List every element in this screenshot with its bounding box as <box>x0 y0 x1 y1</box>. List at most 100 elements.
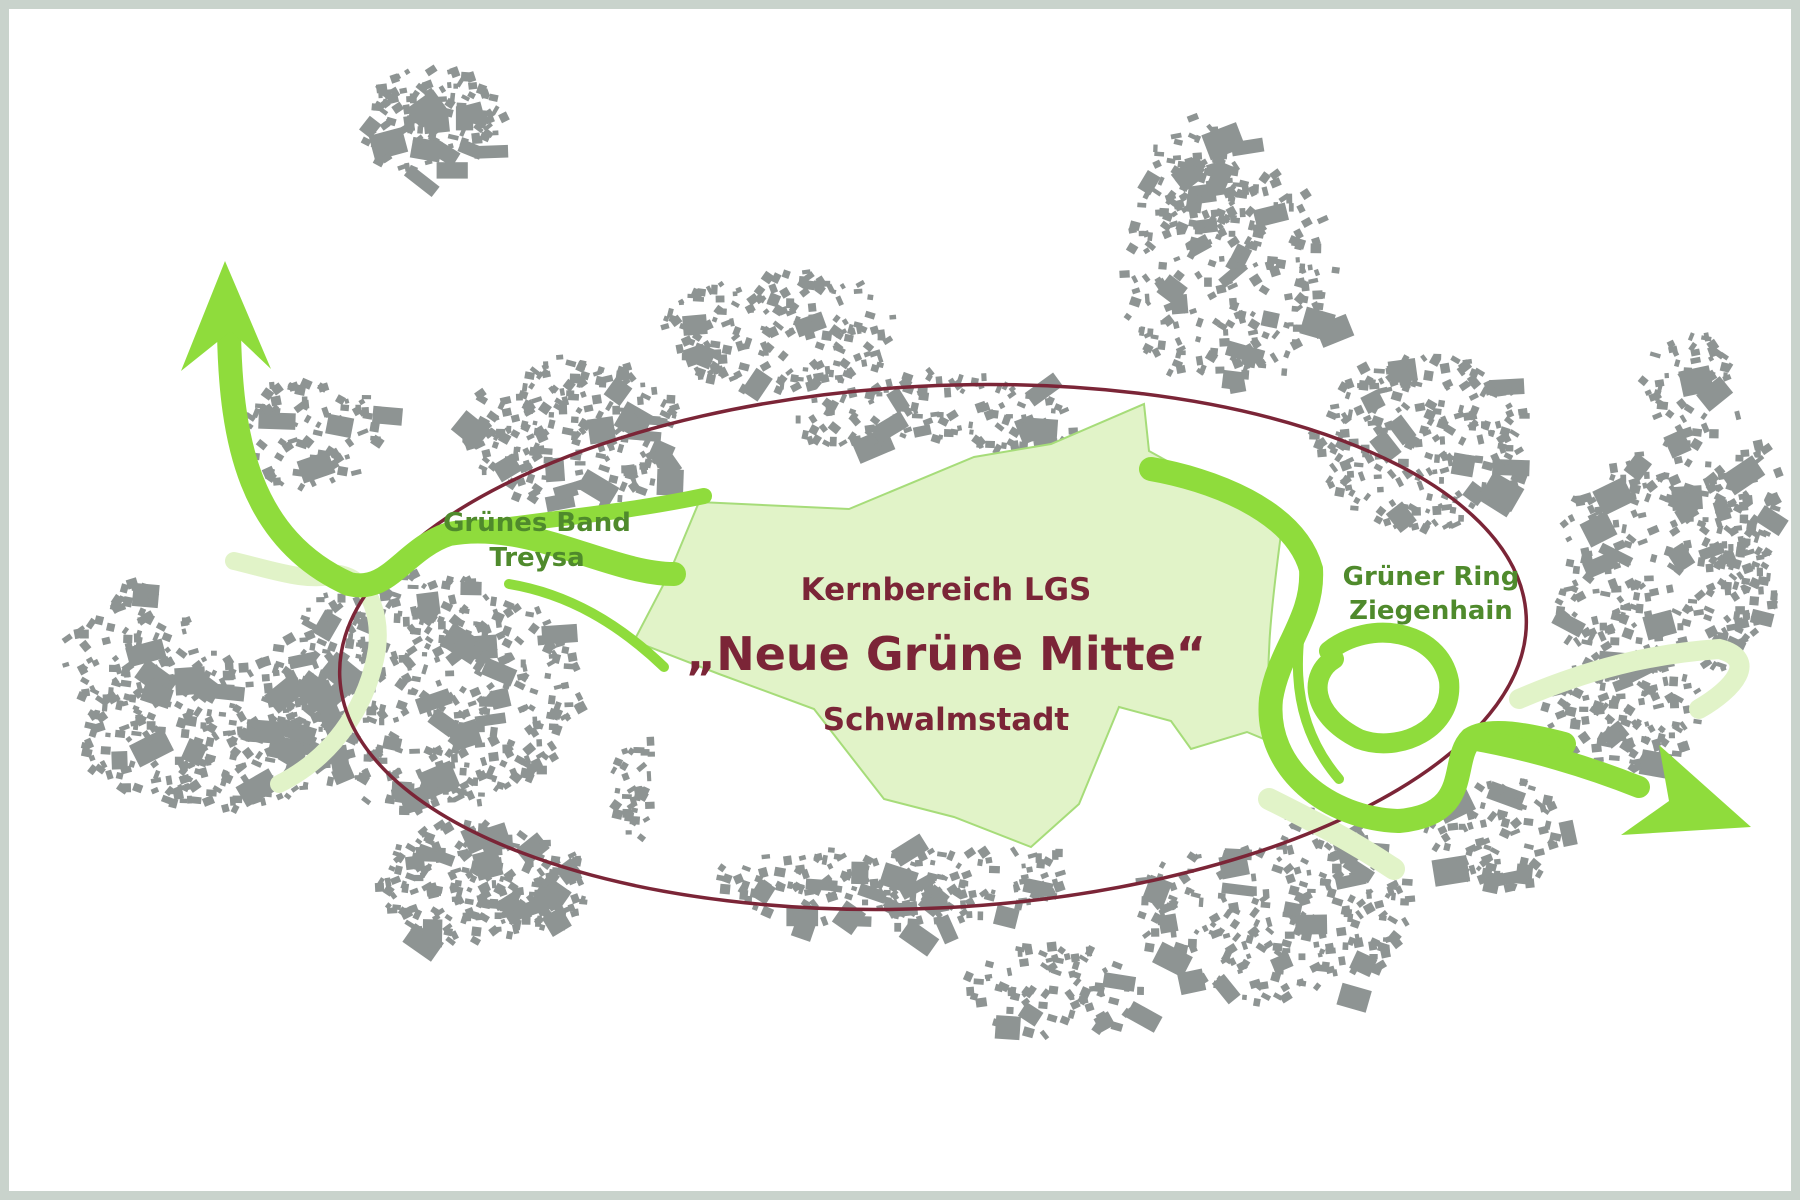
building <box>535 750 546 760</box>
building <box>1716 524 1724 535</box>
building <box>1252 998 1261 1007</box>
building <box>1348 488 1356 498</box>
building <box>344 398 350 404</box>
building <box>295 438 309 450</box>
building <box>1210 209 1219 218</box>
building <box>961 869 973 880</box>
building <box>1247 329 1259 336</box>
building <box>131 582 160 609</box>
building <box>922 417 934 427</box>
building <box>412 801 423 812</box>
building <box>260 387 275 401</box>
building <box>1339 474 1352 487</box>
building <box>1574 590 1587 603</box>
building <box>1335 431 1344 437</box>
building <box>561 646 570 655</box>
building <box>1045 956 1057 963</box>
building <box>1755 448 1761 458</box>
building <box>1317 448 1327 458</box>
building <box>1623 452 1653 482</box>
building <box>548 412 555 418</box>
building <box>1051 878 1059 887</box>
building <box>1344 391 1351 400</box>
building <box>1435 864 1443 873</box>
building <box>680 335 693 347</box>
building <box>541 370 551 379</box>
building <box>1326 887 1337 899</box>
west-band-label-line1: Grünes Band <box>443 508 631 538</box>
building <box>1084 1002 1095 1013</box>
building <box>400 707 410 717</box>
building <box>748 304 754 314</box>
building <box>493 882 506 896</box>
building <box>1627 746 1639 757</box>
building <box>1387 915 1399 925</box>
building <box>1131 287 1141 295</box>
building <box>538 923 546 931</box>
building <box>1261 186 1269 197</box>
building <box>1155 209 1166 216</box>
building <box>834 374 842 380</box>
building <box>973 978 984 985</box>
building <box>1144 240 1157 252</box>
building <box>766 299 778 308</box>
building <box>1217 892 1226 900</box>
building <box>1142 342 1154 354</box>
building <box>912 424 932 438</box>
building <box>1259 981 1269 990</box>
building <box>1678 741 1689 753</box>
building <box>1466 821 1474 831</box>
building <box>1597 630 1607 642</box>
building <box>502 599 515 610</box>
building <box>1705 471 1720 486</box>
building <box>1491 869 1527 888</box>
building <box>899 432 907 439</box>
building <box>411 635 424 646</box>
building <box>1667 696 1675 703</box>
core-label-town: Schwalmstadt <box>823 702 1070 738</box>
building <box>1131 275 1139 284</box>
building <box>422 919 443 948</box>
building <box>824 365 831 375</box>
building <box>1496 783 1508 795</box>
building <box>1711 543 1719 551</box>
building <box>220 779 227 787</box>
building <box>1428 354 1442 367</box>
building <box>229 735 239 744</box>
building <box>729 318 735 327</box>
building <box>1708 554 1718 565</box>
building <box>160 794 172 805</box>
building <box>1406 363 1416 375</box>
building <box>1216 321 1228 332</box>
building <box>1201 924 1209 933</box>
building <box>1235 250 1242 257</box>
building <box>1043 425 1054 433</box>
building <box>1755 554 1765 561</box>
building <box>475 83 488 96</box>
building <box>1297 978 1305 987</box>
building <box>423 625 433 635</box>
building <box>1664 372 1670 379</box>
building <box>1610 637 1620 646</box>
building <box>1165 368 1174 377</box>
building <box>716 874 727 882</box>
building <box>642 816 651 823</box>
building <box>547 695 556 705</box>
building <box>543 448 553 455</box>
building <box>1250 873 1257 882</box>
building <box>1313 268 1321 277</box>
building <box>1323 842 1333 851</box>
building <box>167 673 175 681</box>
building <box>1708 355 1715 362</box>
building <box>269 410 277 417</box>
building <box>241 746 255 760</box>
building <box>1647 724 1656 734</box>
building <box>1534 868 1544 879</box>
building <box>479 131 491 143</box>
building <box>1748 576 1762 590</box>
building <box>636 833 647 843</box>
building <box>354 775 364 780</box>
building <box>475 769 484 780</box>
building <box>497 431 512 445</box>
building <box>567 393 580 401</box>
